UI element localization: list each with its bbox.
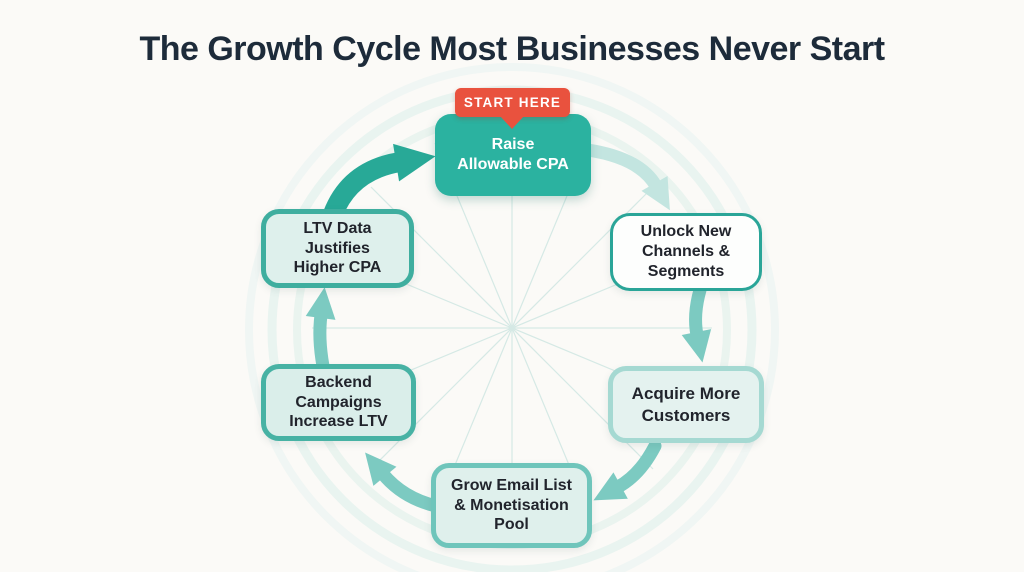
page-title: The Growth Cycle Most Businesses Never S… bbox=[139, 30, 885, 68]
arrow-raise-to-unlock bbox=[581, 143, 670, 211]
step-label: Backend Campaigns Increase LTV bbox=[289, 373, 388, 431]
step-backend-campaigns-increase-ltv: Backend Campaigns Increase LTV bbox=[261, 364, 416, 441]
arrow-ltv-to-raise bbox=[323, 143, 436, 224]
arrow-unlock-to-acquire bbox=[681, 283, 712, 363]
step-label: Unlock New Channels & Segments bbox=[640, 223, 732, 280]
arrow-backend-to-ltv bbox=[305, 287, 336, 373]
step-grow-email-list-monetisation-pool: Grow Email List & Monetisation Pool bbox=[431, 463, 592, 548]
start-here-label: START HERE bbox=[463, 95, 562, 110]
step-acquire-more-customers: Acquire More Customers bbox=[608, 366, 764, 443]
start-here-badge: START HERE bbox=[455, 88, 570, 117]
step-ltv-data-justifies-higher-cpa: LTV Data Justifies Higher CPA bbox=[261, 209, 414, 288]
step-label: LTV Data Justifies Higher CPA bbox=[293, 219, 382, 277]
start-here-badge-tail bbox=[500, 116, 524, 129]
step-label: Raise Allowable CPA bbox=[457, 136, 569, 173]
arrow-acquire-to-grow bbox=[593, 439, 662, 501]
step-unlock-new-channels-segments: Unlock New Channels & Segments bbox=[610, 213, 762, 291]
step-label: Acquire More Customers bbox=[631, 384, 741, 425]
arrow-grow-to-backend bbox=[365, 452, 443, 513]
step-label: Grow Email List & Monetisation Pool bbox=[451, 476, 572, 534]
